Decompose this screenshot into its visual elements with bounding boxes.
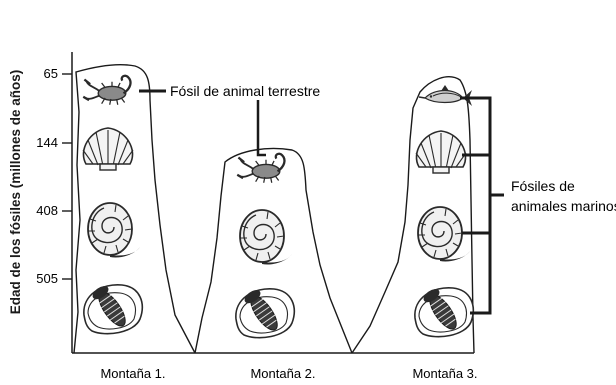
mountain-2-label: Montaña 2. — [250, 366, 315, 381]
tick-label: 65 — [44, 66, 58, 81]
ammonite-icon — [88, 203, 140, 258]
tick-label: 408 — [36, 203, 58, 218]
scallop-icon — [83, 128, 133, 170]
scallop-icon — [416, 131, 466, 173]
land-fossil-pointer — [258, 100, 266, 155]
land-fossil-label: Fósil de animal terrestre — [170, 83, 320, 99]
y-axis-label: Edad de los fósiles (millones de años) — [8, 70, 23, 315]
scorpion-icon — [237, 154, 284, 183]
trilobite-icon — [84, 283, 142, 333]
mountain-3-label: Montaña 3. — [412, 366, 477, 381]
scorpion-icon — [83, 76, 130, 105]
marine-fossils-label: Fósiles de — [511, 178, 575, 194]
trilobite-icon — [236, 287, 294, 337]
trilobite-icon — [415, 286, 473, 336]
marine-fossils-label: animales marinos — [511, 198, 616, 214]
mountain-1-label: Montaña 1. — [100, 366, 165, 381]
tick-label: 144 — [36, 135, 58, 150]
tick-label: 505 — [36, 271, 58, 286]
ammonite-icon — [240, 210, 292, 265]
